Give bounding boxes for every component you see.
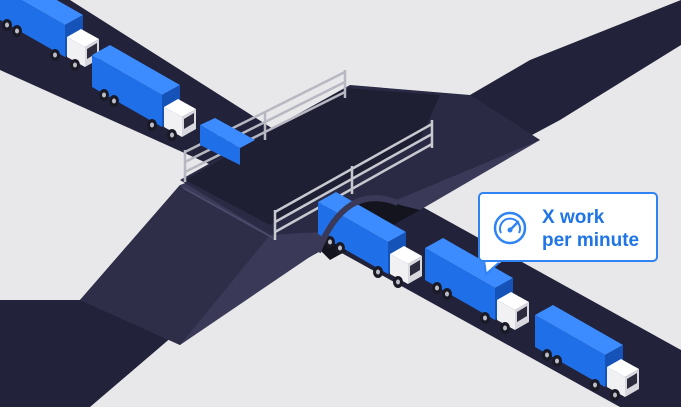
callout-line-1: X work	[542, 207, 605, 228]
throughput-callout: X work per minute	[478, 192, 658, 262]
speedometer-icon	[493, 211, 527, 245]
bridge-ramp-edge	[180, 185, 275, 240]
bridge-ramp	[80, 185, 270, 345]
callout-line-2: per minute	[542, 230, 640, 251]
truck-3-partial	[200, 118, 255, 165]
bridge-arch-lip	[315, 195, 400, 254]
callout-tail	[484, 260, 504, 276]
bridge-deck-top	[185, 88, 440, 225]
callout-text: X work per minute	[542, 206, 639, 252]
bridge-railing-front	[273, 120, 434, 240]
